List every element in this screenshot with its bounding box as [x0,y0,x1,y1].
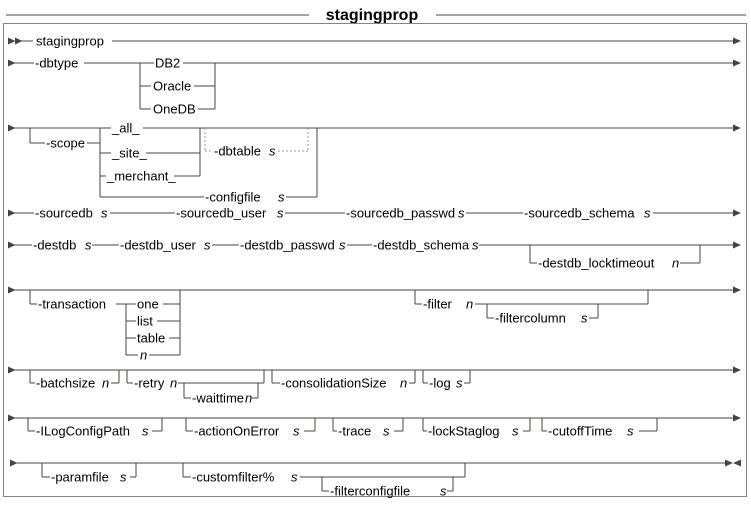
token-consolidationsize-param: n [400,376,407,391]
row-sourcedb: -sourcedb s -sourcedb_user s -sourcedb_p… [8,206,741,221]
token-sourcedb-schema-param: s [644,206,651,221]
token-destdb-passwd-param: s [339,238,346,253]
row-continue-arrow-icon [733,124,741,132]
start-arrow-icon [8,37,16,45]
token-ilogconfigpath-param: s [142,424,149,439]
token-scope: -scope [46,136,85,151]
row-start-arrow-icon [8,241,16,249]
token-sourcedb-passwd-param: s [458,206,465,221]
row-continue-arrow-icon [733,241,741,249]
row-continue-arrow-icon [733,37,741,45]
row-start-arrow-icon [8,59,16,67]
row-transaction-filter: -transaction one list table n -filter n … [8,286,741,363]
row-continue-arrow-icon [733,366,741,374]
token-waittime: -waittime [192,391,244,406]
token-destdb-passwd: -destdb_passwd [240,238,335,253]
end-arrow-icon [725,459,733,467]
row-continue-arrow-icon [733,209,741,217]
row-continue-arrow-icon [733,286,741,294]
token-dbtable-param: s [269,144,276,159]
diagram-heading: stagingprop [6,7,746,24]
token-filterconfigfile: -filterconfigfile [330,484,410,499]
row-scope: -scope _all_ _site_ _merchant_ -dbtable … [8,121,741,205]
row-command: stagingprop [8,34,741,49]
token-dbtable: -dbtable [214,144,261,159]
token-destdb-locktimeout-param: n [672,256,679,271]
row-start-arrow-icon [8,209,16,217]
token-configfile: -configfile [205,190,261,205]
token-customfilter: -customfilter% [192,470,275,485]
token-list: list [137,314,153,329]
token-destdb-param: s [85,238,92,253]
row-destdb: -destdb s -destdb_user s -destdb_passwd … [8,238,741,271]
row-start-arrow-icon [8,286,16,294]
token-cutofftime: -cutoffTime [548,424,612,439]
token-retry-param: n [170,376,177,391]
token-destdb-user: -destdb_user [120,238,197,253]
token-destdb: -destdb [33,238,76,253]
token-sourcedb-passwd: -sourcedb_passwd [346,206,455,221]
token-paramfile-param: s [120,470,127,485]
token-paramfile: -paramfile [51,470,109,485]
row-paramfile-customfilter: -paramfile s -customfilter% s -filtercon… [10,459,741,499]
token-filter-param: n [466,297,473,312]
token-trace: -trace [338,424,371,439]
row-start-arrow-icon [10,459,18,467]
token-oracle: Oracle [153,79,191,94]
token-sourcedb-param: s [101,206,108,221]
row-logging-options: -ILogConfigPath s -actionOnError s -trac… [8,414,741,439]
row-start-arrow-icon [8,414,16,422]
token-filtercolumn-param: s [581,311,588,326]
token-actiononerror: -actionOnError [194,424,280,439]
token-lockstaglog: -lockStaglog [428,424,500,439]
token-configfile-param: s [278,190,285,205]
page-title: stagingprop [326,7,419,24]
token-consolidationsize: -consolidationSize [281,376,387,391]
row-batch-retry-log: -batchsize n -retry n -waittime n -conso… [8,366,741,406]
token-db2: DB2 [155,56,180,71]
token-lockstaglog-param: s [512,424,519,439]
row-continue-arrow-icon [733,59,741,67]
token-sourcedb-user-param: s [277,206,284,221]
token-retry: -retry [134,376,165,391]
token-one: one [137,297,159,312]
token-log-param: s [456,376,463,391]
row-dbtype: -dbtype DB2 Oracle OneDB [8,56,741,117]
end-arrow-icon [733,459,741,467]
token-transaction-n: n [140,348,147,363]
token-sourcedb-user: -sourcedb_user [176,206,267,221]
token-onedb: OneDB [153,102,196,117]
token-waittime-param: n [245,391,252,406]
token-batchsize-param: n [102,376,109,391]
token-filter: -filter [423,297,453,312]
token-all: _all_ [111,121,140,136]
token-batchsize: -batchsize [36,376,95,391]
token-log: -log [429,376,451,391]
row-start-arrow-icon [8,124,16,132]
token-destdb-schema: -destdb_schema [373,238,470,253]
token-destdb-locktimeout: -destdb_locktimeout [538,256,655,271]
token-filtercolumn: -filtercolumn [495,311,566,326]
token-stagingprop: stagingprop [36,34,104,49]
token-sourcedb-schema: -sourcedb_schema [524,206,635,221]
row-start-arrow-icon [8,366,16,374]
start-arrow-icon [15,37,23,45]
token-destdb-user-param: s [204,238,211,253]
token-table: table [137,331,165,346]
token-site: _site_ [111,146,147,161]
token-dbtype: -dbtype [35,56,78,71]
token-destdb-schema-param: s [472,238,479,253]
token-transaction: -transaction [38,297,106,312]
token-customfilter-param: s [291,470,298,485]
row-continue-arrow-icon [733,414,741,422]
token-ilogconfigpath: -ILogConfigPath [36,424,130,439]
token-sourcedb: -sourcedb [35,206,93,221]
token-cutofftime-param: s [627,424,634,439]
token-trace-param: s [383,424,390,439]
dbtable-dotted-branch [204,128,309,152]
token-filterconfigfile-param: s [440,484,447,499]
token-actiononerror-param: s [293,424,300,439]
token-merchant: _merchant_ [106,169,176,184]
